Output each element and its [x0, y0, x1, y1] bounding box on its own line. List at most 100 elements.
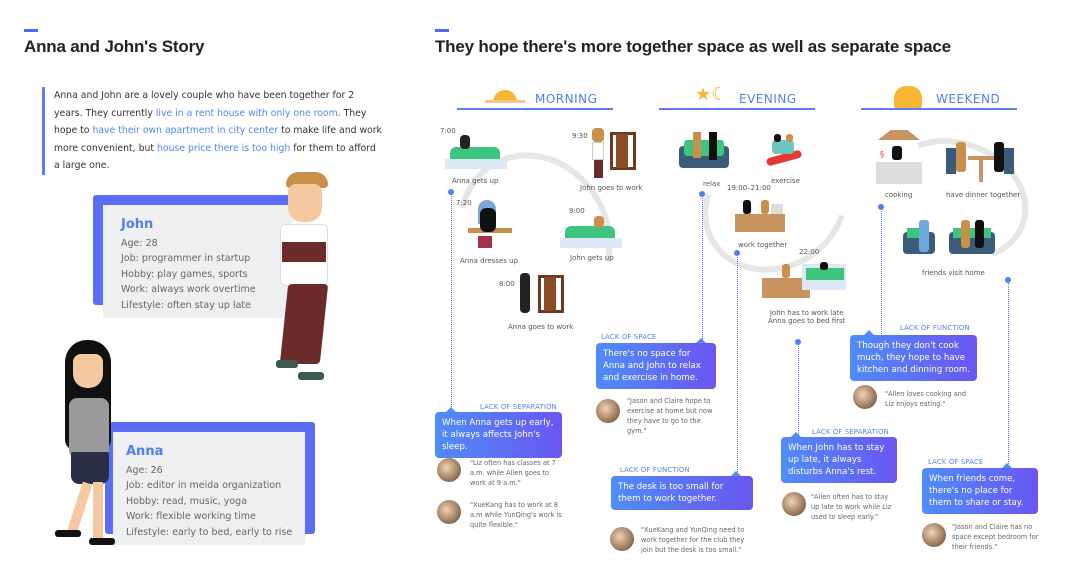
connector-line: [737, 254, 738, 474]
story-intro: Anna and John are a lovely couple who ha…: [42, 87, 382, 175]
avatar: [596, 399, 620, 423]
label-john-works-late: John has to work late: [769, 309, 844, 317]
callout-tag: LACK OF SEPARATION: [480, 403, 557, 411]
john-card: John Age: 28 Job: programmer in startup …: [103, 205, 293, 318]
connector-dot: [1005, 277, 1011, 283]
section-title: They hope there's more together space as…: [435, 37, 951, 56]
john-name: John: [121, 217, 154, 232]
quote: "Allen loves cooking and Liz enjoys eati…: [885, 390, 967, 408]
connector-line: [881, 208, 882, 334]
label-cooking: cooking: [885, 191, 913, 199]
john-lifestyle: Lifestyle: often stay up late: [121, 299, 251, 311]
callout-tag: LACK OF SPACE: [928, 458, 984, 466]
label-anna-gets-up: Anna gets up: [452, 177, 499, 185]
connector-line: [702, 195, 703, 341]
desk-illustration: [735, 198, 785, 234]
quote: "Jason and Claire hope to exercise at ho…: [627, 397, 713, 435]
weekend-sun-icon: [886, 86, 930, 108]
accent-bar-right: [435, 29, 449, 32]
weekend-underline: [861, 108, 1017, 110]
connector-line: [451, 193, 452, 411]
section-evening: EVENING: [739, 92, 797, 106]
anna-age: Age: 26: [126, 464, 163, 476]
callout-tag: LACK OF FUNCTION: [620, 466, 690, 474]
label-friends-visit: friends visit home: [922, 269, 985, 277]
dinner-illustration: [946, 140, 1016, 186]
callout-kitchen: Though they don't cook much, they hope t…: [850, 330, 977, 381]
avatar: [922, 523, 946, 547]
label-john-gets-up: John gets up: [570, 254, 614, 262]
time-22-00: 22:00: [799, 248, 820, 256]
avatar: [437, 500, 461, 524]
evening-underline: [659, 108, 815, 110]
callout-friends: When friends come, there's no place for …: [922, 463, 1038, 514]
time-7-20: 7:20: [456, 199, 472, 207]
quote: "XueKang has to work at 8 a.m while YunQ…: [470, 501, 562, 529]
label-relax: relax: [703, 180, 721, 188]
avatar: [437, 458, 461, 482]
label-anna-bed-first: Anna goes to bed first: [768, 317, 846, 325]
anna-job: Job: editor in meida organization: [126, 480, 282, 491]
anna-name: Anna: [126, 444, 164, 459]
callout-no-space-relax: There's no space for Anna and John to re…: [596, 338, 716, 389]
time-8-00: 8:00: [499, 280, 515, 288]
time-9-30: 9:30: [572, 132, 588, 140]
label-anna-dresses-up: Anna dresses up: [460, 257, 519, 265]
john-age: Age: 28: [121, 237, 158, 249]
bed-illustration: [445, 135, 507, 173]
section-weekend: WEEKEND: [936, 92, 1001, 106]
connector-line: [798, 343, 799, 435]
john-work: Work: always work overtime: [121, 284, 256, 295]
anna-work: Work: flexible working time: [126, 511, 256, 522]
sofa-illustration: [679, 132, 729, 174]
time-9-00: 9:00: [569, 207, 585, 215]
connector-line: [1008, 281, 1009, 466]
connector-dot: [734, 250, 740, 256]
exercise-illustration: [764, 134, 804, 172]
label-anna-goes-to-work: Anna goes to work: [508, 323, 574, 331]
sun-icon: [485, 86, 525, 106]
dressing-illustration: [468, 200, 513, 250]
anna-lifestyle: Lifestyle: early to bed, early to rise: [126, 526, 293, 538]
time-7-00: 7:00: [440, 127, 456, 135]
quote: "Jason and Claire has no space except be…: [952, 523, 1039, 551]
avatar: [853, 385, 877, 409]
anna-hobby: Hobby: read, music, yoga: [126, 495, 248, 507]
callout-desk-small: The desk is too small for them to work t…: [611, 471, 753, 510]
anna-illustration: [35, 340, 135, 550]
john-job: Job: programmer in startup: [121, 253, 251, 264]
late-work-illustration: [762, 260, 848, 300]
quote: "XueKang and YunQing need to work togeth…: [641, 526, 745, 554]
connector-dot: [878, 204, 884, 210]
callout-tag: LACK OF FUNCTION: [900, 324, 970, 332]
quote: "Liz often has classes at 7 a.m. while A…: [470, 459, 556, 487]
john-illustration: [268, 172, 343, 387]
callout-john-late: When John has to stay up late, it always…: [781, 432, 897, 483]
accent-bar: [24, 29, 38, 32]
label-exercise: exercise: [771, 177, 800, 185]
connector-dot: [699, 191, 705, 197]
quote: "Allen often has to stay up late to work…: [811, 493, 892, 521]
label-john-goes-to-work: John goes to work: [580, 184, 643, 192]
bed-illustration: [560, 216, 622, 251]
door-illustration: [518, 273, 568, 318]
callout-tag: LACK OF SEPARATION: [812, 428, 889, 436]
door-illustration: [592, 128, 638, 178]
john-hobby: Hobby: play games, sports: [121, 268, 248, 280]
callout-tag: LACK OF SPACE: [601, 333, 657, 341]
callout-anna-early: When Anna gets up early, it always affec…: [435, 407, 562, 458]
story-title: Anna and John's Story: [24, 37, 205, 56]
connector-dot: [795, 339, 801, 345]
kitchen-illustration: §: [876, 130, 922, 188]
label-work-together: work together: [738, 241, 788, 249]
avatar: [782, 492, 806, 516]
label-dinner: have dinner together: [946, 191, 1021, 199]
time-19-21: 19:00–21:00: [727, 184, 771, 192]
section-morning: MORNING: [535, 92, 598, 106]
avatar: [610, 527, 634, 551]
morning-underline: [457, 108, 613, 110]
connector-dot: [448, 189, 454, 195]
moon-icon: ★☾: [695, 84, 728, 105]
friends-illustration: [903, 220, 998, 260]
